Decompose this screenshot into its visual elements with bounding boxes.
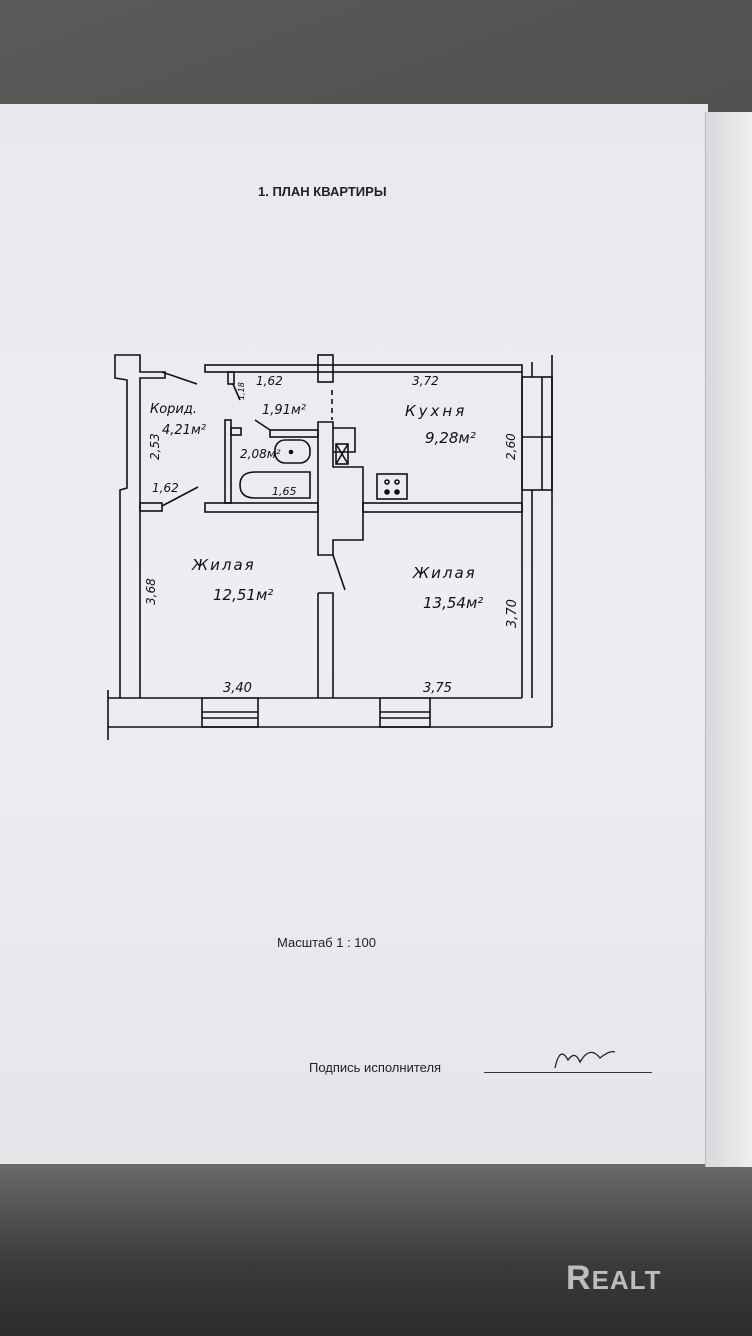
room-name-corridor: Корид. bbox=[150, 402, 197, 417]
room-name-living-1: Жилая bbox=[191, 556, 256, 574]
next-page-edge bbox=[705, 112, 752, 1167]
room-area-wc: 1,91м² bbox=[262, 403, 306, 418]
walls bbox=[107, 354, 553, 740]
signature-label: Подпись исполнителя bbox=[309, 1060, 442, 1075]
room-area-living-1: 12,51м² bbox=[213, 586, 273, 604]
background-surface bbox=[0, 1160, 752, 1336]
dim-room2-width: 3,75 bbox=[423, 681, 452, 696]
signature-line bbox=[484, 1072, 652, 1073]
document-page bbox=[0, 104, 708, 1164]
signature bbox=[554, 1050, 616, 1069]
dim-room2-depth: 3,70 bbox=[505, 599, 520, 628]
dim-wc-width: 1,62 bbox=[256, 374, 283, 388]
dim-room1-depth: 3,68 bbox=[144, 578, 158, 605]
dim-room1-width: 3,40 bbox=[223, 681, 252, 696]
realt-watermark-logo: REALT bbox=[566, 1259, 662, 1297]
scale-label: Масштаб 1 : 100 bbox=[277, 935, 376, 950]
room-area-corridor: 4,21м² bbox=[162, 423, 206, 438]
dim-wc-depth: 1,18 bbox=[237, 382, 246, 400]
dim-corridor-width: 1,62 bbox=[152, 481, 179, 495]
room-area-kitchen: 9,28м² bbox=[425, 429, 476, 447]
plan-labels: Корид. 4,21м² 1,62 1,18 1,91м² 2,08м² 1,… bbox=[144, 374, 520, 696]
dim-kitchen-depth: 2,60 bbox=[504, 433, 518, 460]
dim-kitchen-width: 3,72 bbox=[412, 374, 439, 388]
dim-corridor-depth: 2,53 bbox=[148, 433, 162, 460]
room-name-living-2: Жилая bbox=[412, 564, 477, 582]
room-area-bathroom: 2,08м² bbox=[240, 447, 281, 461]
room-name-kitchen: Кухня bbox=[405, 402, 467, 420]
room-area-living-2: 13,54м² bbox=[423, 594, 483, 612]
dim-bath-width: 1,65 bbox=[272, 485, 297, 498]
page-title: 1. ПЛАН КВАРТИРЫ bbox=[258, 184, 387, 199]
